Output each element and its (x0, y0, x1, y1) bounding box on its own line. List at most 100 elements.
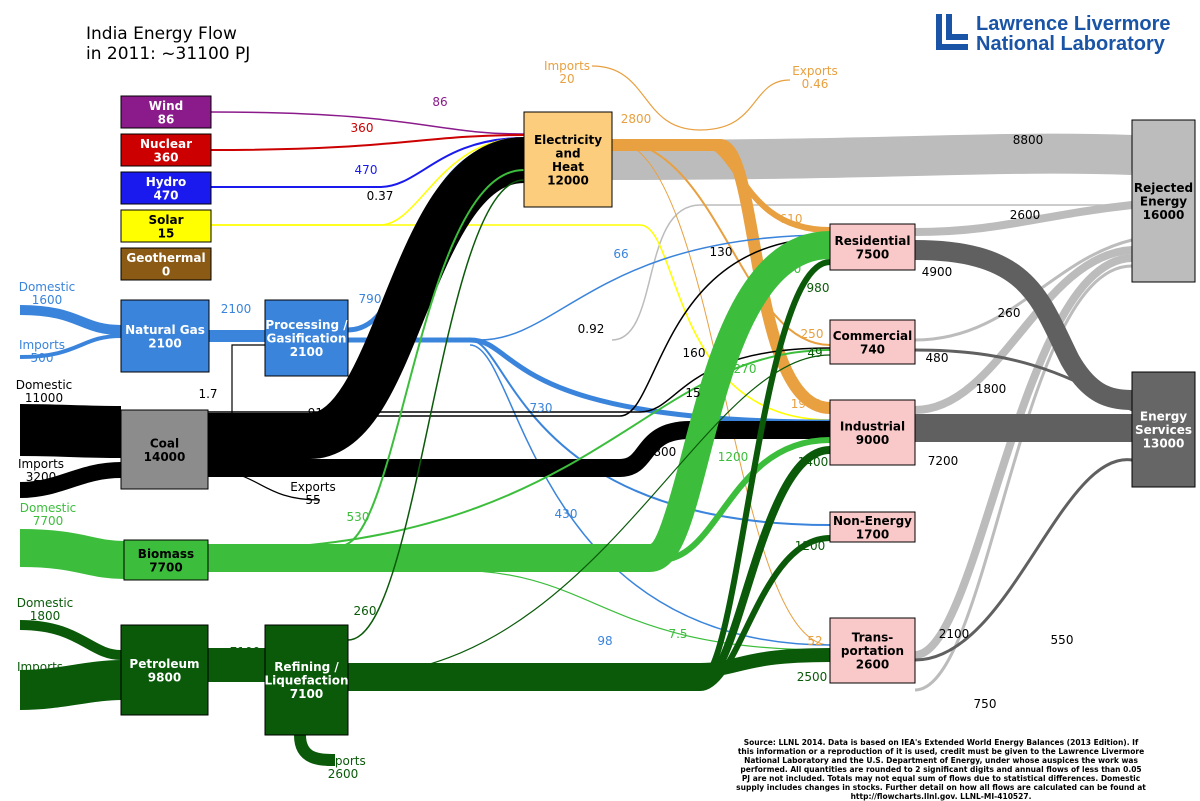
flow-label-wind-elec: 86 (432, 95, 447, 109)
flow-label-trans-serv: 550 (1051, 633, 1074, 647)
flow-label-bio-ind: 1200 (718, 450, 749, 464)
node-non-energy-box (829, 511, 916, 543)
flow-coal-ind (208, 421, 830, 477)
flow-label-pet-nonen: 1200 (795, 539, 826, 553)
flow-label-com-rej: 260 (998, 306, 1021, 320)
flow-gas-nonen-rej (611, 204, 1132, 341)
flow-coal-elec (208, 137, 527, 459)
flow-bio-res (208, 231, 832, 572)
flow-ref-elec (347, 179, 525, 641)
flow-ref-exports (294, 734, 336, 766)
flow-label-gas-proc: 2100 (221, 302, 252, 316)
flow-label-coal-com: 160 (683, 346, 706, 360)
node-nuclear-box (120, 133, 212, 167)
node-solar-box (120, 209, 212, 243)
flow-bio-domestic (19, 529, 125, 579)
flow-coal-imports (19, 462, 122, 498)
flow-elec-exports (699, 79, 791, 131)
flow-label-coal-ind: 3800 (646, 445, 677, 459)
flow-bio-trans (449, 569, 831, 651)
flow-gas-imports (19, 334, 122, 359)
flow-label-ref-elec: 260 (354, 604, 377, 618)
node-commercial-box (829, 319, 916, 365)
flow-label-elec-gross: 2800 (621, 112, 652, 126)
flow-solar-elec (211, 137, 525, 226)
flow-bio-com (207, 349, 831, 551)
flow-label-solar-elec: 0.37 (367, 189, 394, 203)
flow-label-com-serv: 480 (926, 351, 949, 365)
flow-coal-domestic (19, 404, 122, 458)
llnl-logo: Lawrence Livermore National Laboratory (936, 14, 1186, 54)
flow-label-pet-ind: 1400 (798, 455, 829, 469)
flow-ref-trans (348, 648, 831, 677)
flow-res-rejected (914, 201, 1133, 236)
node-processing-box (264, 299, 349, 377)
node-refining-box (264, 624, 349, 736)
node-residential-box (829, 223, 916, 271)
flow-pet-imports (19, 660, 122, 710)
node-petroleum-box (120, 624, 209, 716)
flow-label-elec-rej: 8800 (1013, 133, 1044, 147)
page-title: India Energy Flow in 2011: ~31100 PJ (86, 24, 251, 64)
flow-label-pet-ref: 7100 (230, 645, 261, 659)
flow-label-ind-serv: 7200 (928, 454, 959, 468)
flow-label-elec-com: 250 (801, 327, 824, 341)
flow-pet-domestic (19, 620, 122, 660)
flow-trans-services (914, 458, 1133, 662)
flow-label-pet-res: 980 (807, 281, 830, 295)
flow-label-pet-com: 49 (807, 346, 822, 360)
flow-label-res-rej: 2600 (1010, 208, 1041, 222)
llnl-logo-icon (936, 14, 968, 50)
flow-label-nonen-rej: 750 (974, 697, 997, 711)
flow-coal-proc (208, 344, 265, 421)
flow-label-solar-ind: 15 (685, 386, 700, 400)
flow-label-elec-res: 610 (780, 212, 803, 226)
flow-bio-elec (208, 169, 525, 547)
flow-trans-rejected (914, 254, 1133, 659)
flow-bio-ind (659, 437, 831, 563)
flow-com-services (914, 348, 1133, 412)
flow-gas-domestic (19, 305, 122, 335)
node-geothermal-box (120, 247, 212, 281)
source-note: Source: LLNL 2014. Data is based on IEA'… (736, 738, 1146, 801)
flow-label-hydro-elec: 470 (355, 163, 378, 177)
flow-ref-res (348, 259, 831, 683)
node-electricity-box (523, 111, 613, 208)
flow-label-gas-ind: 730 (530, 401, 553, 415)
flow-wind-elec (210, 111, 525, 135)
flow-label-gas-com: 0.92 (578, 322, 605, 336)
node-industrial-box (829, 399, 916, 466)
flow-ref-com (347, 354, 831, 677)
